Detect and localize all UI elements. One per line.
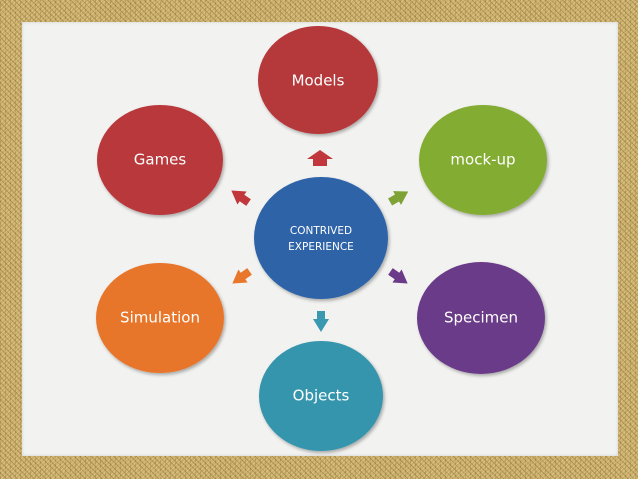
node-models: Models bbox=[258, 26, 378, 134]
node-games-label: Games bbox=[134, 151, 187, 169]
center-label-line-2: EXPERIENCE bbox=[288, 241, 354, 253]
node-models-circle bbox=[258, 26, 378, 134]
arrow-models bbox=[307, 150, 333, 166]
node-specimen-label: Specimen bbox=[444, 309, 518, 327]
node-objects-label: Objects bbox=[293, 387, 350, 405]
node-mock-up-label: mock-up bbox=[450, 151, 515, 169]
node-simulation-circle bbox=[96, 263, 224, 373]
arrow-up-shape bbox=[307, 150, 333, 166]
node-simulation-label: Simulation bbox=[120, 309, 200, 327]
arrow-simulation bbox=[232, 268, 252, 284]
arrow-upleft-shape bbox=[231, 190, 251, 206]
arrow-down-shape bbox=[313, 311, 329, 332]
node-center-circle bbox=[254, 177, 388, 299]
node-mock-up-circle bbox=[419, 105, 547, 215]
arrow-games bbox=[231, 190, 251, 206]
node-simulation: Simulation bbox=[96, 263, 224, 373]
node-objects-circle bbox=[259, 341, 383, 451]
center-label-line-1: CONTRIVED bbox=[290, 225, 352, 237]
arrow-downleft-shape bbox=[232, 268, 252, 284]
node-center: CONTRIVED EXPERIENCE bbox=[254, 177, 388, 299]
arrow-mock-up bbox=[388, 191, 409, 206]
node-games-circle bbox=[97, 105, 223, 215]
arrow-specimen bbox=[388, 268, 408, 284]
node-games: Games bbox=[97, 105, 223, 215]
arrow-objects bbox=[313, 311, 329, 332]
node-objects: Objects bbox=[259, 341, 383, 451]
node-specimen: Specimen bbox=[417, 262, 545, 374]
node-models-label: Models bbox=[292, 72, 345, 90]
arrow-downright-shape bbox=[388, 268, 408, 284]
arrow-upright-shape bbox=[388, 191, 409, 206]
node-mock-up: mock-up bbox=[419, 105, 547, 215]
node-specimen-circle bbox=[417, 262, 545, 374]
